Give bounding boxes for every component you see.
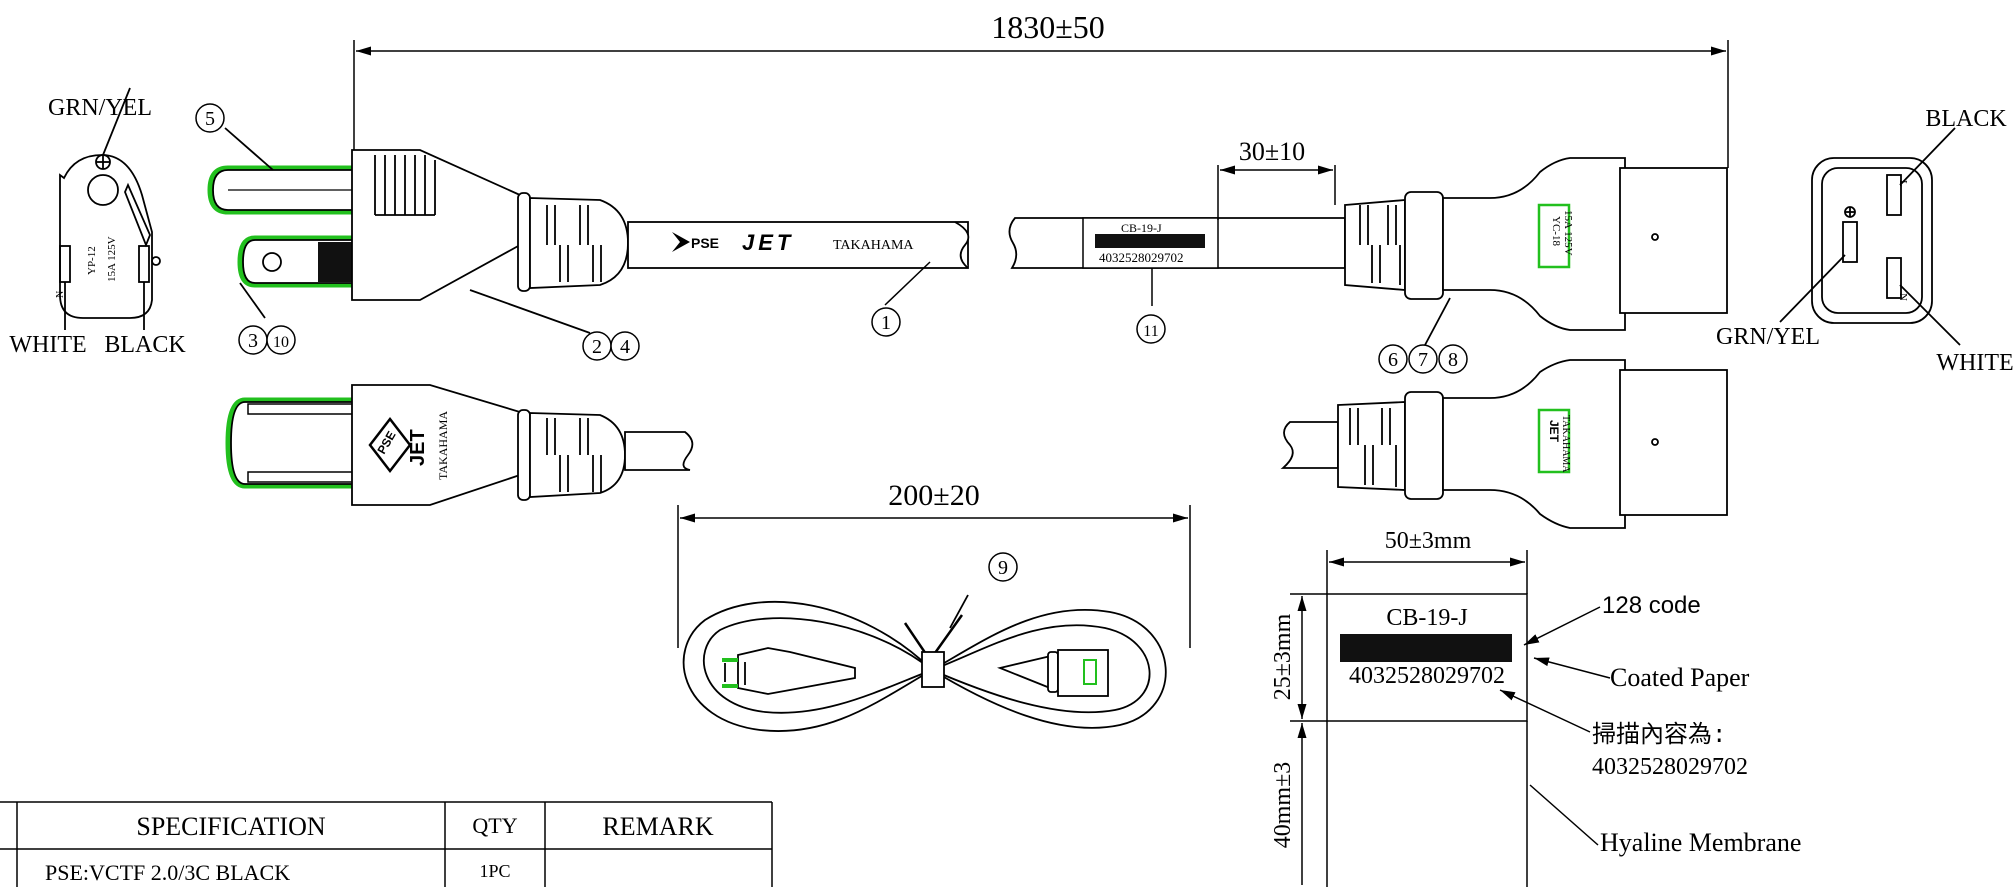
tag-barcode [1095,234,1205,248]
plug-ground-wire-label: GRN/YEL [48,95,152,121]
balloon-5 [195,103,225,133]
connector-ground-wire-label: GRN/YEL [1716,324,1820,350]
connector-line-mark: L [1897,180,1909,187]
callout-content: 掃描內容為: [1592,721,1726,750]
balloon-3-label: 3 [248,330,258,352]
connector-alt-view [1280,359,1728,529]
balloon-4 [610,331,640,361]
cable-print: PSE JET TAKAHAMA [691,230,914,255]
spec-row-qty: 1PC [479,861,510,881]
spec-header-qty: QTY [472,813,517,838]
balloon-2-label: 2 [592,336,602,358]
tag-part-text: CB-19-J [1121,221,1162,235]
plug-model-text: YP-12 [86,246,98,275]
plug-face-view [59,87,161,330]
plug-blade-top [207,165,354,215]
connector-side-view [1008,157,1728,346]
balloon-1 [871,307,901,337]
label-barcode [1340,634,1512,662]
spec-header-remark: REMARK [602,812,713,841]
spec-row-specification: PSE:VCTF 2.0/3C BLACK [45,860,290,885]
cable-maker-text: TAKAHAMA [833,238,914,253]
connector-neutral-wire-label: WHITE [1936,350,2013,376]
balloon-10 [266,325,296,355]
label-code-text: 4032528029702 [1349,663,1505,689]
balloon-9 [988,552,1018,582]
balloon-10-label: 10 [273,334,289,351]
label-part-text: CB-19-J [1386,605,1467,631]
balloon-4-label: 4 [620,336,630,358]
balloon-6-label: 6 [1388,349,1398,371]
plug-alt-maker-text: TAKAHAMA [436,411,450,480]
plug-n-mark: N [55,291,66,298]
connector-model-text: YC-18 [1550,216,1562,246]
plug-side-view: PSE JET TAKAHAMA [207,127,970,334]
balloon-7-label: 7 [1418,349,1428,371]
balloon-11 [1136,314,1166,344]
balloon-1-label: 1 [881,312,891,334]
balloon-5-label: 5 [205,108,215,130]
coiled-cord [682,594,1167,732]
label-offset-text: 30±10 [1239,137,1305,166]
bundle-length-text: 200±20 [888,479,979,512]
callout-content-value: 4032528029702 [1592,754,1748,780]
connector-label-box [1537,203,1571,269]
connector-alt-mark: JET [1547,420,1561,443]
spec-header-specification: SPECIFICATION [136,812,325,841]
label-width-text: 50±3mm [1385,528,1472,554]
label-height-text: 25±3mm [1270,613,1296,700]
plug-neutral-wire-label: WHITE [9,332,86,358]
balloon-9-label: 9 [998,557,1008,579]
plug-grip-ribs [374,155,436,216]
label-offset-dimension [1217,165,1336,220]
barcode-tag: CB-19-J 4032528029702 [1095,221,1205,265]
balloon-7 [1408,344,1438,374]
cable-brand-text: JET [742,230,794,255]
overall-length-dimension [353,40,1729,175]
plug-line-wire-label: BLACK [104,332,186,358]
callout-barcode-type: 128 code [1602,592,1701,619]
label-detail [1290,550,1528,887]
callout-paper: Coated Paper [1610,663,1750,692]
item-balloons [195,103,1468,582]
balloon-8 [1438,344,1468,374]
balloon-11-label: 11 [1143,323,1158,340]
plug-rating-text: 15A 125V [106,236,118,282]
tag-code-text: 4032528029702 [1099,250,1184,265]
connector-alt-label-box [1537,408,1571,474]
bundle-length-dimension [677,505,1191,648]
callout-membrane: Hyaline Membrane [1600,828,1801,857]
membrane-height-text: 40mm±3 [1270,762,1296,849]
connector-face-view [1779,127,1961,346]
connector-rating-text: 15A 125V [1562,210,1574,256]
plug-blade-ground [237,235,354,288]
spec-table [0,801,773,887]
connector-line-wire-label: BLACK [1925,106,2007,132]
plug-alt-view: PSE JET TAKAHAMA [225,384,694,506]
connector-neutral-mark: N [1897,293,1909,301]
overall-length-text: 1830±50 [991,9,1105,45]
connector-alt-maker-text: TAKAHAMA [1560,415,1571,473]
plug-alt-brand-text: JET [407,429,429,466]
label-callouts [1499,606,1611,846]
balloon-8-label: 8 [1448,349,1458,371]
balloon-6 [1378,344,1408,374]
cable-pse-mark: PSE [691,235,719,251]
